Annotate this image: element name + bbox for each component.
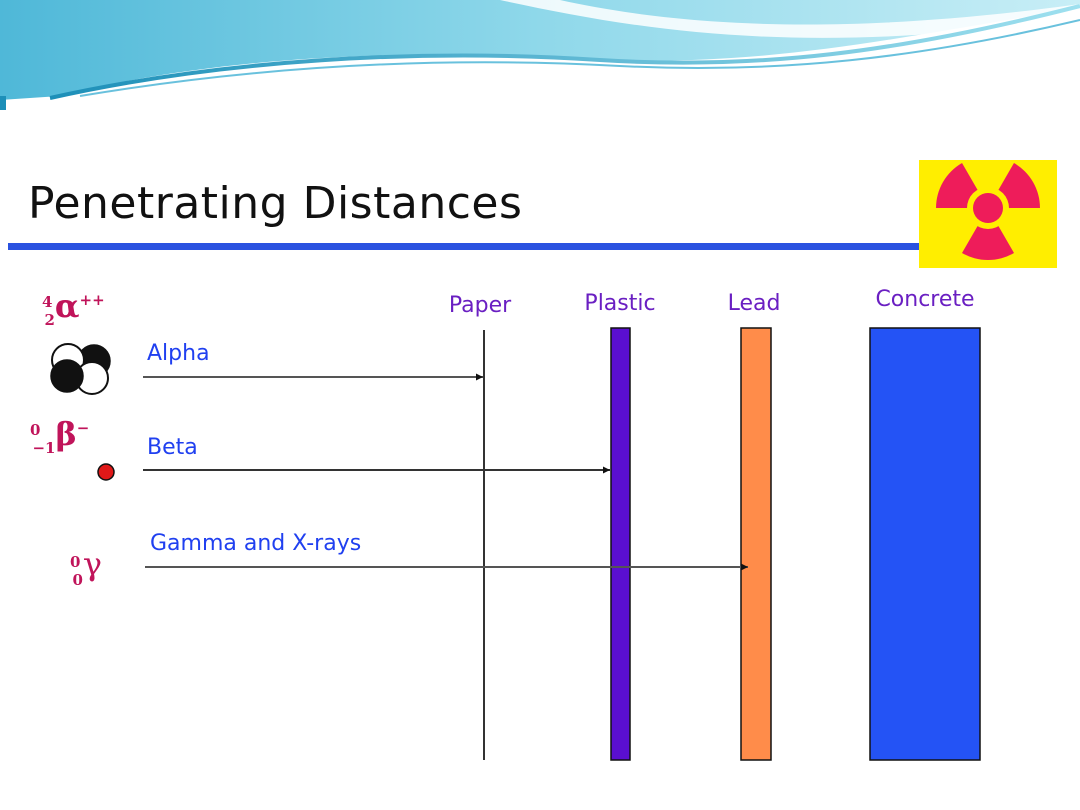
barrier-label-lead: Lead <box>727 291 781 316</box>
plastic-barrier <box>610 327 631 761</box>
barrier-label-concrete: Concrete <box>875 287 975 312</box>
concrete-barrier <box>869 327 981 761</box>
barrier-label-paper: Paper <box>448 293 512 318</box>
radiation-label-beta: Beta <box>147 435 198 460</box>
gamma-symbol: 00γ <box>70 545 102 589</box>
barrier-label-plastic: Plastic <box>584 291 656 316</box>
title-underline <box>8 243 924 250</box>
alpha-particle-icon <box>50 343 111 395</box>
radiation-warning-icon <box>919 160 1057 268</box>
page-title: Penetrating Distances <box>28 178 523 229</box>
beta-particle-icon <box>97 463 115 481</box>
lead-barrier <box>740 327 772 761</box>
radiation-label-alpha: Alpha <box>147 341 210 366</box>
header-decoration <box>0 0 1080 110</box>
radiation-label-gamma: Gamma and X-rays <box>150 531 362 556</box>
beta-symbol: 0−1β− <box>30 415 90 457</box>
alpha-symbol: 42α++ <box>42 287 105 329</box>
